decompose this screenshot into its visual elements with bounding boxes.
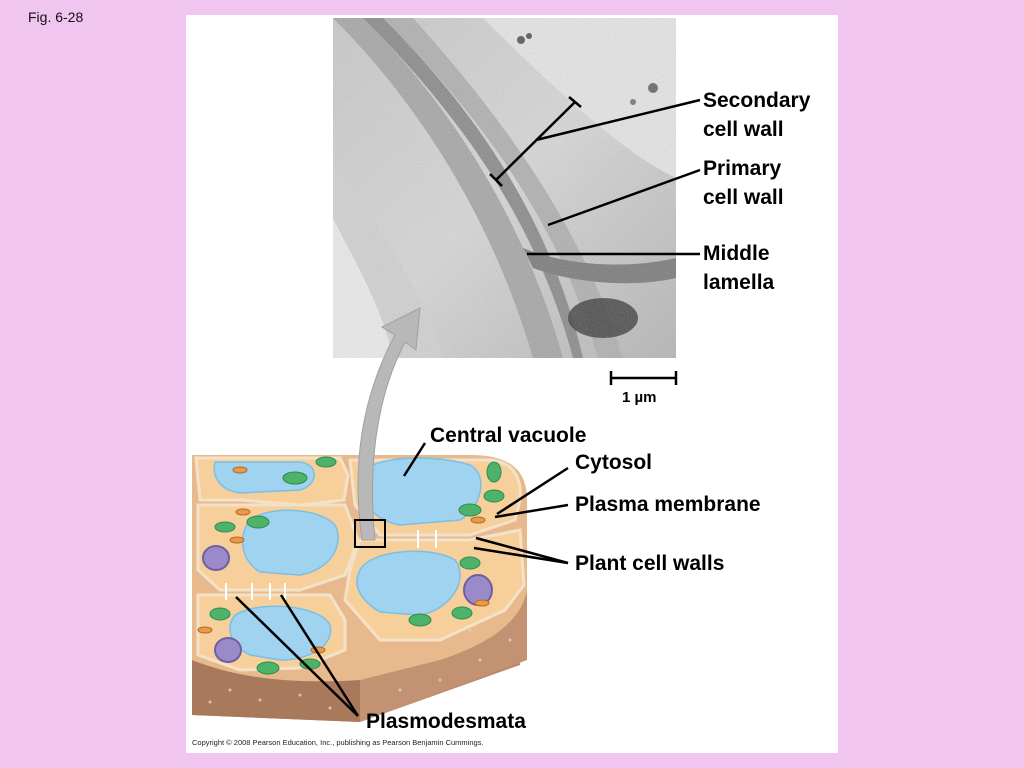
zoom-arrow [357,307,421,541]
label-middle-lamella: Middle lamella [703,239,774,297]
figure-label: Fig. 6-28 [28,9,84,25]
vacuoles [213,457,482,661]
magnified-region-box [354,519,386,548]
mitochondria [197,466,490,654]
label-plasmodesmata: Plasmodesmata [366,710,526,733]
micrograph-leaders [489,96,701,256]
label-secondary-cell-wall: Secondary cell wall [703,86,810,144]
label-central-vacuole: Central vacuole [430,424,587,447]
label-secondary-line1: Secondary [703,89,811,112]
copyright-notice: Copyright © 2008 Pearson Education, Inc.… [192,738,484,747]
scale-bar-label: 1 µm [622,389,657,406]
label-primary-line2: cell wall [703,186,784,209]
label-middle-line2: lamella [703,271,775,294]
label-cytosol: Cytosol [575,451,653,474]
label-primary-line1: Primary [703,157,782,180]
label-plant-cell-walls: Plant cell walls [575,552,725,575]
label-secondary-line2: cell wall [703,118,784,141]
label-middle-line1: Middle [703,242,770,265]
label-plasma-membrane: Plasma membrane [575,493,761,516]
cell-leaders [235,442,569,717]
chloroplasts [209,456,505,675]
scale-bar [609,371,678,385]
label-primary-cell-wall: Primary cell wall [703,154,784,212]
nuclei [202,545,493,663]
